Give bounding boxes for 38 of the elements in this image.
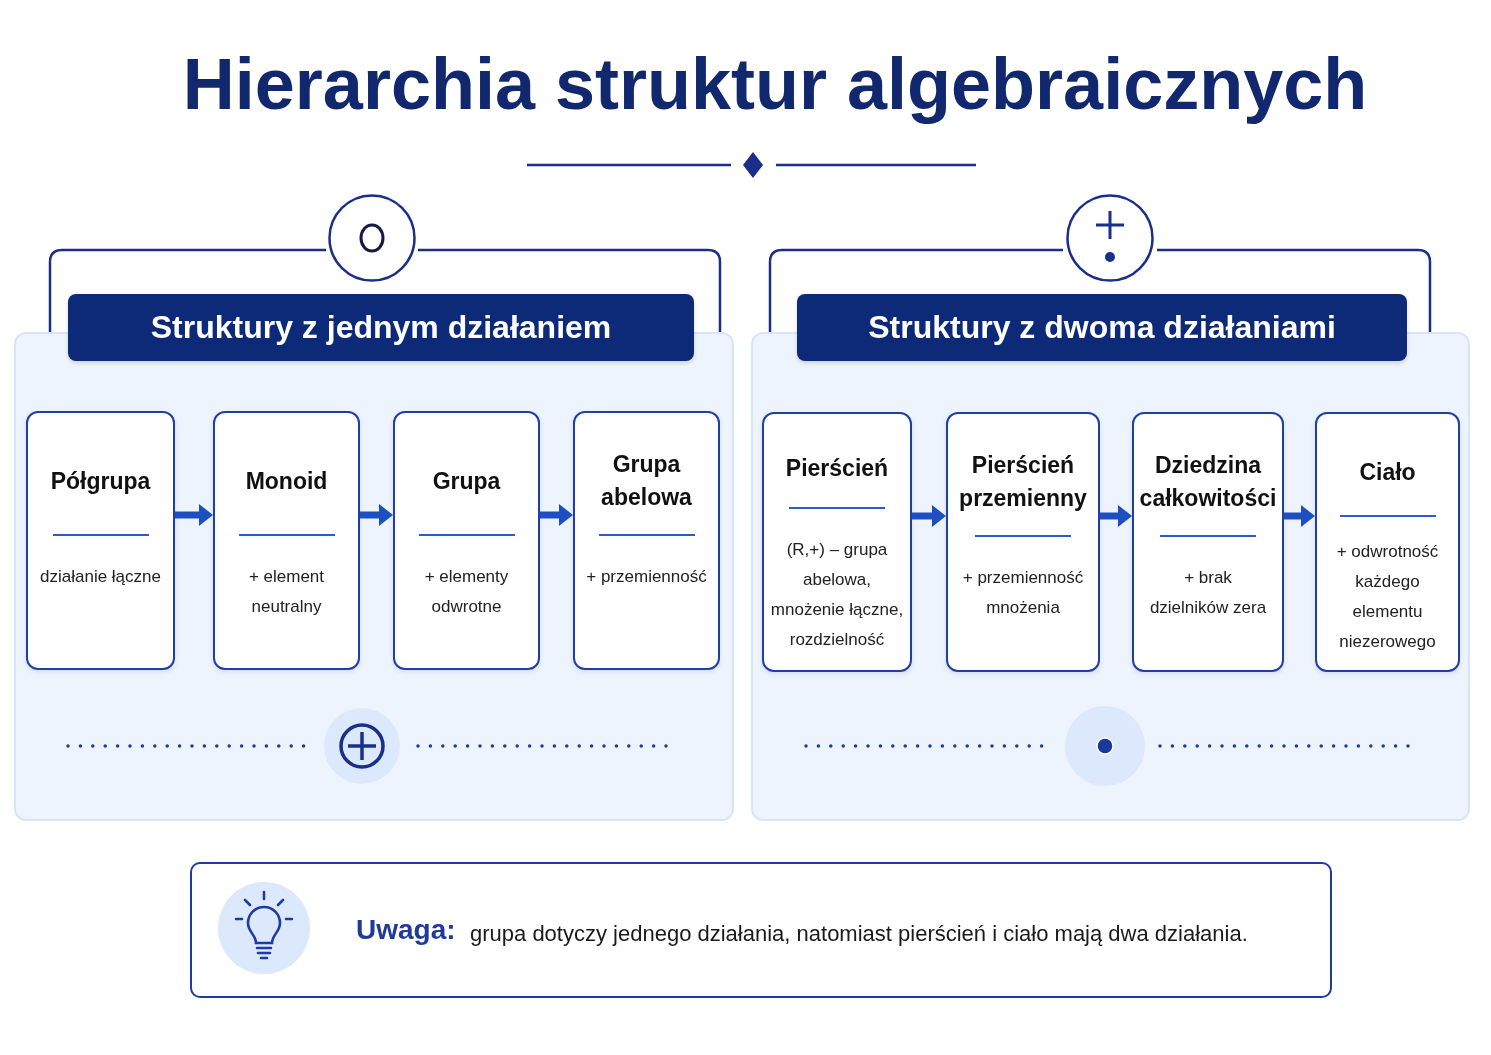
panel-header: Struktury z dwoma działaniami [797, 294, 1407, 361]
diagram-title: Hierarchia struktur algebraicznych [182, 44, 1368, 124]
card-title: Ciało [1359, 457, 1416, 487]
card-description: + odwrotność każdego elementu niezerowego [1335, 541, 1440, 653]
structure-card [1315, 412, 1460, 672]
card-title: Dziedzina całkowitości [1138, 451, 1278, 513]
structure-card [393, 411, 540, 670]
card-description: + przemienność mnożenia [961, 567, 1085, 619]
panel [751, 294, 1470, 821]
structure-card [573, 411, 720, 670]
card-title: Pierścień [785, 453, 889, 483]
arrow [175, 504, 213, 526]
card-title: Grupa abelowa [600, 450, 693, 512]
card-title: Półgrupa [50, 466, 151, 496]
card-description: + przemienność [586, 566, 707, 588]
arrow [912, 505, 946, 527]
note-text: grupa dotyczy jednego działania, natomiast pierścień i ciało mają dwa działania. [470, 920, 1248, 948]
structure-card [946, 412, 1100, 672]
card-title: Pierścień przemienny [958, 451, 1088, 513]
structure-card [762, 412, 912, 672]
arrow [1284, 505, 1315, 527]
arrow [360, 504, 393, 526]
note-box [190, 862, 1332, 998]
arrow [1100, 505, 1132, 527]
structure-card [26, 411, 175, 670]
card-title: Monoid [245, 466, 328, 496]
card-description: + element neutralny [247, 566, 326, 618]
structure-card [1132, 412, 1284, 672]
arrow [540, 504, 573, 526]
card-description: (R,+) – grupa abelowa, mnożenie łączne, rozdzielność [769, 539, 905, 651]
card-title: Grupa [432, 466, 501, 496]
panel [14, 294, 734, 821]
card-description: + elementy odwrotne [423, 566, 510, 618]
card-description: + brak dzielników zera [1148, 567, 1268, 619]
card-description: działanie łączne [40, 566, 161, 588]
panel-header: Struktury z jednym działaniem [68, 294, 694, 361]
structure-card [213, 411, 360, 670]
note-label: Uwaga: [356, 913, 456, 947]
